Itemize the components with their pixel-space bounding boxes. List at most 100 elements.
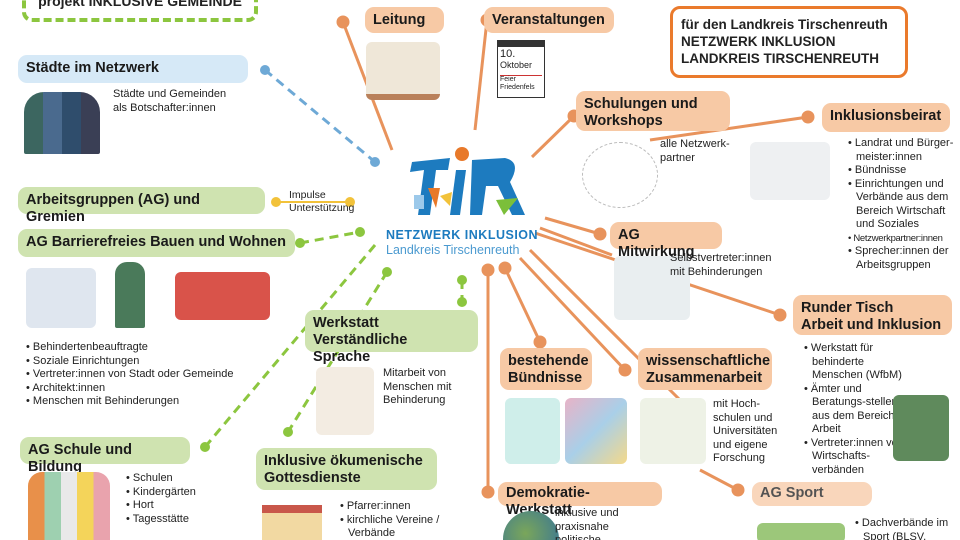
text-line: Bündnisse bbox=[848, 164, 956, 178]
calendar-icon: 10. Oktober Feier Friedenfels bbox=[497, 40, 545, 98]
node-label: Inklusionsbeirat bbox=[830, 108, 942, 124]
node-label: Arbeitsgruppen (AG) und Gremien bbox=[26, 192, 200, 225]
text-line: Arbeit und Inklusion bbox=[801, 317, 942, 333]
text-line: Menschen mit bbox=[383, 380, 452, 393]
text-line: Dachverbände im Sport (BLSV, bbox=[855, 517, 955, 540]
headline-box: für den Landkreis Tirschenreuth NETZWERK… bbox=[670, 6, 908, 78]
text-line: bestehende bbox=[508, 353, 589, 369]
text-line: Friedenfels bbox=[500, 84, 535, 91]
text-line: praxisnahe bbox=[555, 520, 609, 533]
node-label: Demokratie-Werkstatt bbox=[506, 485, 590, 518]
text-line: Kindergärten bbox=[126, 486, 197, 500]
text-line: Feier bbox=[500, 75, 542, 84]
schulungen-text: alle Netzwerk-partner bbox=[660, 138, 730, 165]
node-label: AG Sport bbox=[760, 485, 824, 501]
text-line: Inklusive ökumenische bbox=[264, 453, 423, 469]
office-illustration bbox=[366, 42, 440, 100]
text-line: Ämter und Beratungs-stellen aus dem Bere… bbox=[804, 383, 904, 437]
headline-line2: NETZWERK INKLUSION bbox=[681, 34, 836, 49]
text-line: Sprache bbox=[313, 349, 371, 365]
text-line: Menschen mit Behinderungen bbox=[26, 395, 234, 409]
text-line: als Botschafter:innen bbox=[113, 101, 216, 114]
text-line: Architekt:innen bbox=[26, 382, 234, 396]
logo bbox=[400, 140, 530, 220]
logo-mark-icon bbox=[410, 147, 525, 215]
node-schule[interactable]: AG Schule und Bildung bbox=[20, 437, 190, 475]
text-line: Vertreter:innen von Stadt oder Gemeinde bbox=[26, 368, 234, 382]
schule-list: SchulenKindergärtenHortTagesstätte bbox=[126, 472, 197, 526]
text-line: Forschung bbox=[713, 452, 765, 464]
text-line: mit Hoch- bbox=[713, 398, 761, 410]
blind-person-illustration bbox=[115, 262, 145, 328]
node-arbeitsgruppen[interactable]: Arbeitsgruppen (AG) und Gremien bbox=[18, 187, 265, 225]
text-line: Behindertenbeauftragte bbox=[26, 341, 234, 355]
beirat-list: Landrat und Bürger-meister:innenBündniss… bbox=[848, 137, 956, 272]
node-label: AG Barrierefreies Bauen und Wohnen bbox=[26, 234, 286, 250]
text-line: Werkstatt für behinderte Menschen (WfbM) bbox=[804, 342, 904, 383]
text-line: Schulungen und bbox=[584, 96, 698, 112]
text-line: Oktober bbox=[500, 60, 533, 70]
text-line: Zusammenarbeit bbox=[646, 370, 763, 386]
logo-subtitle: Landkreis Tirschenreuth bbox=[386, 243, 520, 257]
text-line: Tagesstätte bbox=[126, 513, 197, 527]
node-label: Städte im Netzwerk bbox=[26, 60, 159, 76]
logo-title: NETZWERK INKLUSION bbox=[386, 228, 539, 242]
mayors-illustration bbox=[24, 92, 100, 154]
sport-illustration bbox=[757, 523, 845, 540]
network-people-illustration bbox=[582, 142, 658, 208]
node-staedte[interactable]: Städte im Netzwerk bbox=[18, 55, 248, 83]
bauen-list: BehindertenbeauftragteSoziale Einrichtun… bbox=[26, 341, 234, 409]
text-line: Bündnisse bbox=[508, 370, 583, 386]
headline-line3: LANDKREIS TIRSCHENREUTH bbox=[681, 51, 880, 66]
text-line: Universitäten bbox=[713, 425, 778, 437]
gottesdienste-list: Pfarrer:innenkirchliche Vereine / Verbän… bbox=[340, 500, 440, 540]
text-line: Impulse bbox=[289, 189, 326, 201]
bus-illustration bbox=[175, 272, 270, 320]
text-line: Gottesdienste bbox=[264, 470, 361, 486]
text-line: 10. bbox=[500, 48, 516, 60]
meeting-illustration bbox=[750, 142, 830, 200]
text-line: Unterstützung bbox=[289, 202, 355, 214]
research-illustration bbox=[640, 398, 706, 464]
crowd-illustration bbox=[565, 398, 627, 464]
text-line: Pfarrer:innen bbox=[340, 500, 440, 514]
text-line: Mitarbeit von bbox=[383, 367, 446, 379]
text-line: Workshops bbox=[584, 113, 663, 129]
text-line: Werkstatt Verständliche bbox=[313, 315, 408, 348]
node-label: Leitung bbox=[373, 12, 426, 28]
text-line: mit Behinderungen bbox=[670, 265, 763, 278]
runder-tisch-list: Werkstatt für behinderte Menschen (WfbM)… bbox=[804, 342, 904, 477]
node-label: AG Schule und Bildung bbox=[28, 442, 132, 475]
node-veranstaltungen[interactable]: Veranstaltungen bbox=[484, 7, 614, 33]
node-sport[interactable]: AG Sport bbox=[752, 482, 872, 506]
node-demokratie[interactable]: Demokratie-Werkstatt bbox=[498, 482, 662, 518]
text-line: politische bbox=[555, 534, 601, 540]
node-leitung[interactable]: Leitung bbox=[365, 7, 444, 33]
text-line: alle Netzwerk- bbox=[660, 138, 730, 150]
text-line: Hort bbox=[126, 499, 197, 513]
reading-person-illustration bbox=[316, 367, 374, 435]
node-label: Veranstaltungen bbox=[492, 12, 605, 28]
text-line: Behinderung bbox=[383, 394, 446, 406]
children-illustration bbox=[28, 472, 110, 540]
text-line: Netzwerkpartner:innen bbox=[848, 232, 956, 246]
top-banner: projekt INKLUSIVE GEMEINDE bbox=[22, 0, 258, 22]
node-inklusionsbeirat[interactable]: Inklusionsbeirat bbox=[822, 103, 950, 132]
node-mitwirkung[interactable]: AG Mitwirkung bbox=[610, 222, 722, 260]
text-line: und eigene bbox=[713, 438, 768, 451]
workshop-illustration bbox=[893, 395, 949, 461]
text-line: Soziale Einrichtungen bbox=[26, 355, 234, 369]
node-bauen[interactable]: AG Barrierefreies Bauen und Wohnen bbox=[18, 229, 295, 257]
text-line: Selbstvertreter:innen bbox=[670, 252, 772, 264]
